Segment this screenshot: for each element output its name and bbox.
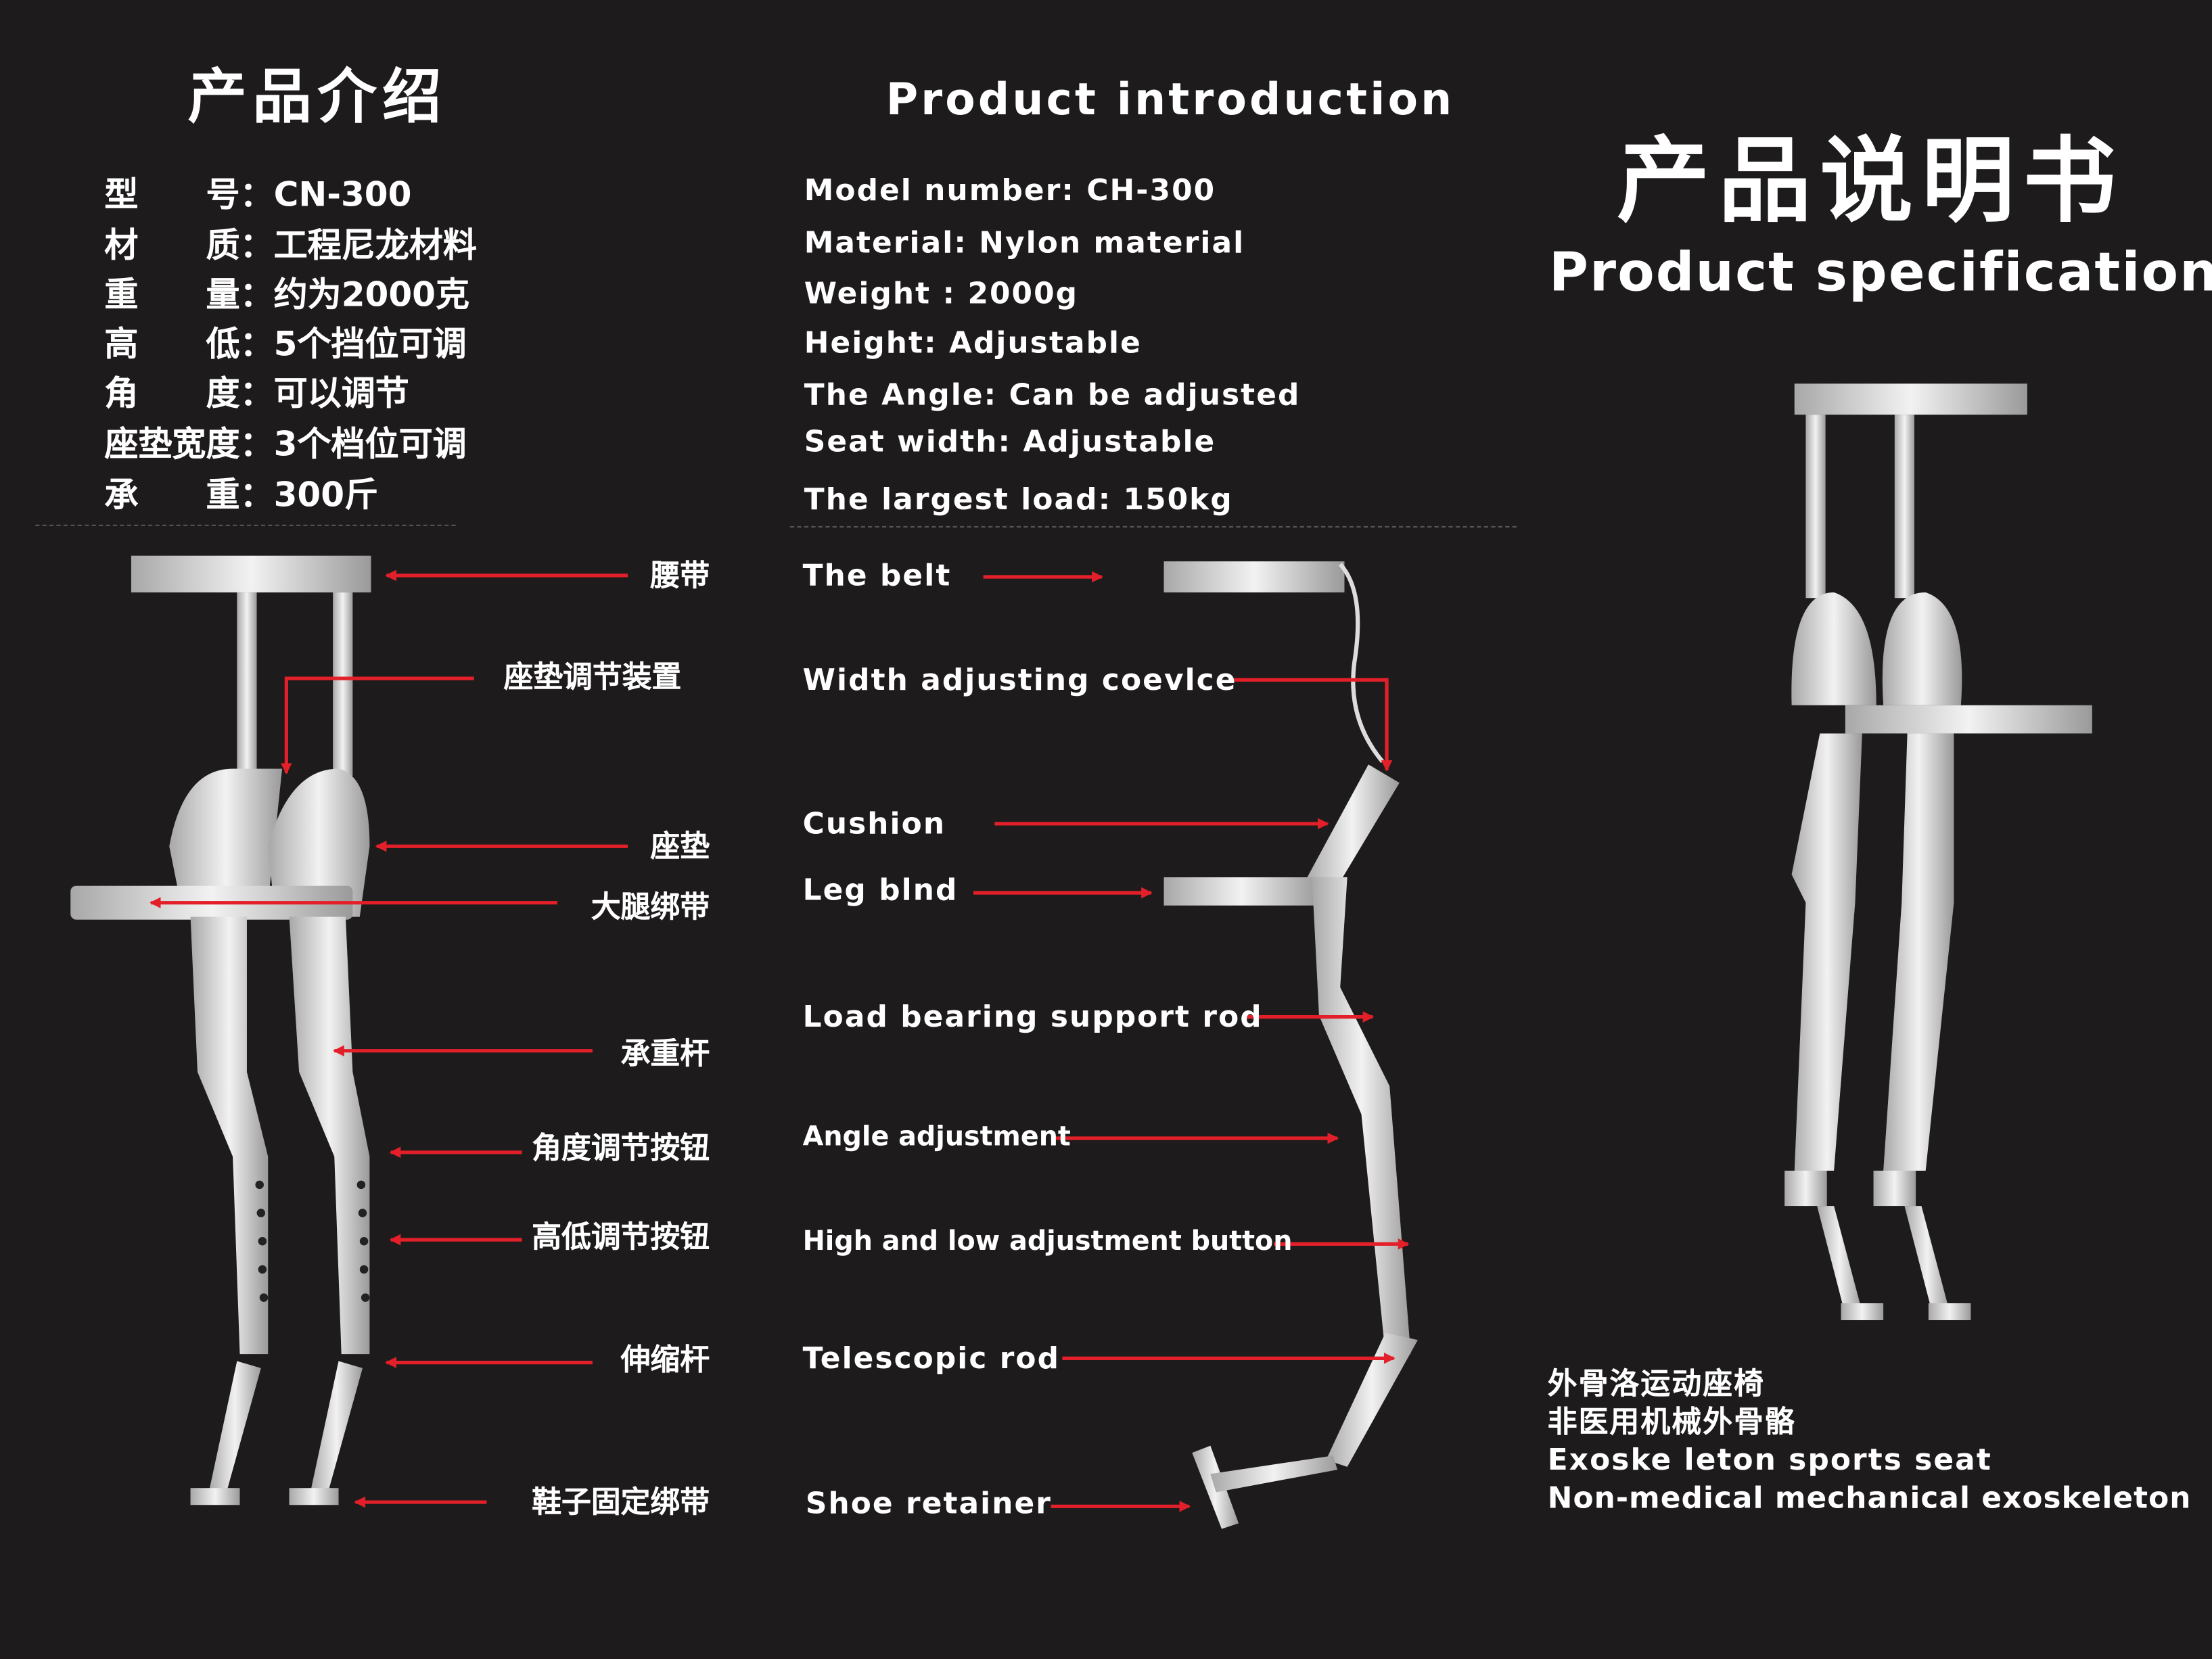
spec-label: 承 重： (104, 475, 274, 515)
spec-row-height: 高 低：5个挡位可调 (104, 327, 466, 361)
right-title-cn: 产品说明书 (1616, 126, 2125, 236)
part-label-shoe-retainer-cn: 鞋子固定绑带 (532, 1485, 710, 1520)
spec-row-material: 材 质：工程尼龙材料 (104, 229, 477, 262)
part-label-cushion-en: Cushion (802, 806, 946, 841)
spec-label: 型 号： (104, 174, 274, 214)
spec-weight-en: Weight : 2000g (804, 276, 1079, 310)
right-title-en: Product specification (1548, 241, 2212, 304)
part-label-height-button-cn: 高低调节按钮 (532, 1219, 710, 1255)
callout-arrows (149, 569, 1410, 1512)
part-label-telescopic-rod-en: Telescopic rod (802, 1341, 1061, 1376)
part-label-width-adjuster-cn: 座垫调节装置 (503, 660, 682, 695)
spec-value: CN-300 (273, 174, 412, 214)
spec-seat-width-en: Seat width: Adjustable (804, 424, 1216, 459)
spec-row-seat-width: 座垫宽度：3个档位可调 (104, 427, 466, 461)
footer-line-1: 外骨洛运动座椅 (1547, 1366, 1765, 1401)
height-holes (255, 1180, 370, 1302)
part-label-height-button-en: High and low adjustment button (802, 1225, 1293, 1257)
part-label-angle-button-en: Angle adjustment (802, 1121, 1071, 1152)
part-label-width-adjuster-en: Width adjusting coevlce (802, 663, 1237, 697)
spec-label: 角 度： (104, 373, 274, 414)
part-label-shoe-retainer-en: Shoe retainer (805, 1487, 1053, 1521)
footer-line-4: Non-medical mechanical exoskeleton (1547, 1480, 2192, 1515)
spec-angle-en: The Angle: Can be adjusted (804, 377, 1301, 412)
part-label-leg-band-en: Leg blnd (802, 872, 959, 907)
spec-row-load: 承 重：300斤 (104, 478, 378, 512)
middle-title: Product introduction (885, 74, 1455, 126)
spec-load-en: The largest load: 150kg (804, 482, 1233, 517)
spec-height-en: Height: Adjustable (804, 325, 1142, 360)
spec-material-en: Material: Nylon material (804, 225, 1245, 260)
spec-row-weight: 重 量：约为2000克 (104, 278, 469, 312)
left-title: 产品介绍 (187, 62, 448, 131)
side-view-exoskeleton (1163, 561, 1418, 1529)
spec-value: 可以调节 (273, 373, 409, 414)
spec-value: 3个档位可调 (273, 424, 467, 465)
spec-value: 300斤 (273, 475, 379, 515)
spec-value: 约为2000克 (273, 275, 470, 315)
front-view-exoskeleton (70, 555, 371, 1505)
perspective-exoskeleton (1784, 383, 2092, 1321)
spec-label: 座垫宽度： (104, 424, 274, 465)
part-label-support-rod-en: Load bearing support rod (802, 1000, 1263, 1034)
part-label-angle-button-cn: 角度调节按钮 (532, 1131, 710, 1165)
part-label-belt-cn: 腰带 (650, 558, 710, 592)
spec-label: 重 量： (104, 275, 274, 315)
part-label-cushion-cn: 座垫 (650, 829, 710, 864)
divider (35, 524, 456, 526)
footer-line-2: 非医用机械外骨骼 (1547, 1405, 1796, 1439)
divider (789, 525, 1517, 528)
spec-model-en: Model number: CH-300 (804, 173, 1216, 208)
part-label-support-rod-cn: 承重杆 (620, 1036, 710, 1071)
spec-row-angle: 角 度：可以调节 (104, 377, 409, 411)
spec-value: 5个挡位可调 (273, 324, 467, 365)
spec-label: 高 低： (104, 324, 274, 365)
part-label-leg-band-cn: 大腿绑带 (591, 889, 710, 925)
part-label-telescopic-rod-cn: 伸缩杆 (620, 1342, 710, 1377)
spec-label: 材 质： (104, 225, 274, 266)
part-label-belt-en: The belt (802, 558, 952, 592)
spec-value: 工程尼龙材料 (273, 225, 477, 266)
footer-line-3: Exoske leton sports seat (1547, 1443, 1992, 1477)
spec-row-model: 型 号：CN-300 (104, 178, 411, 212)
